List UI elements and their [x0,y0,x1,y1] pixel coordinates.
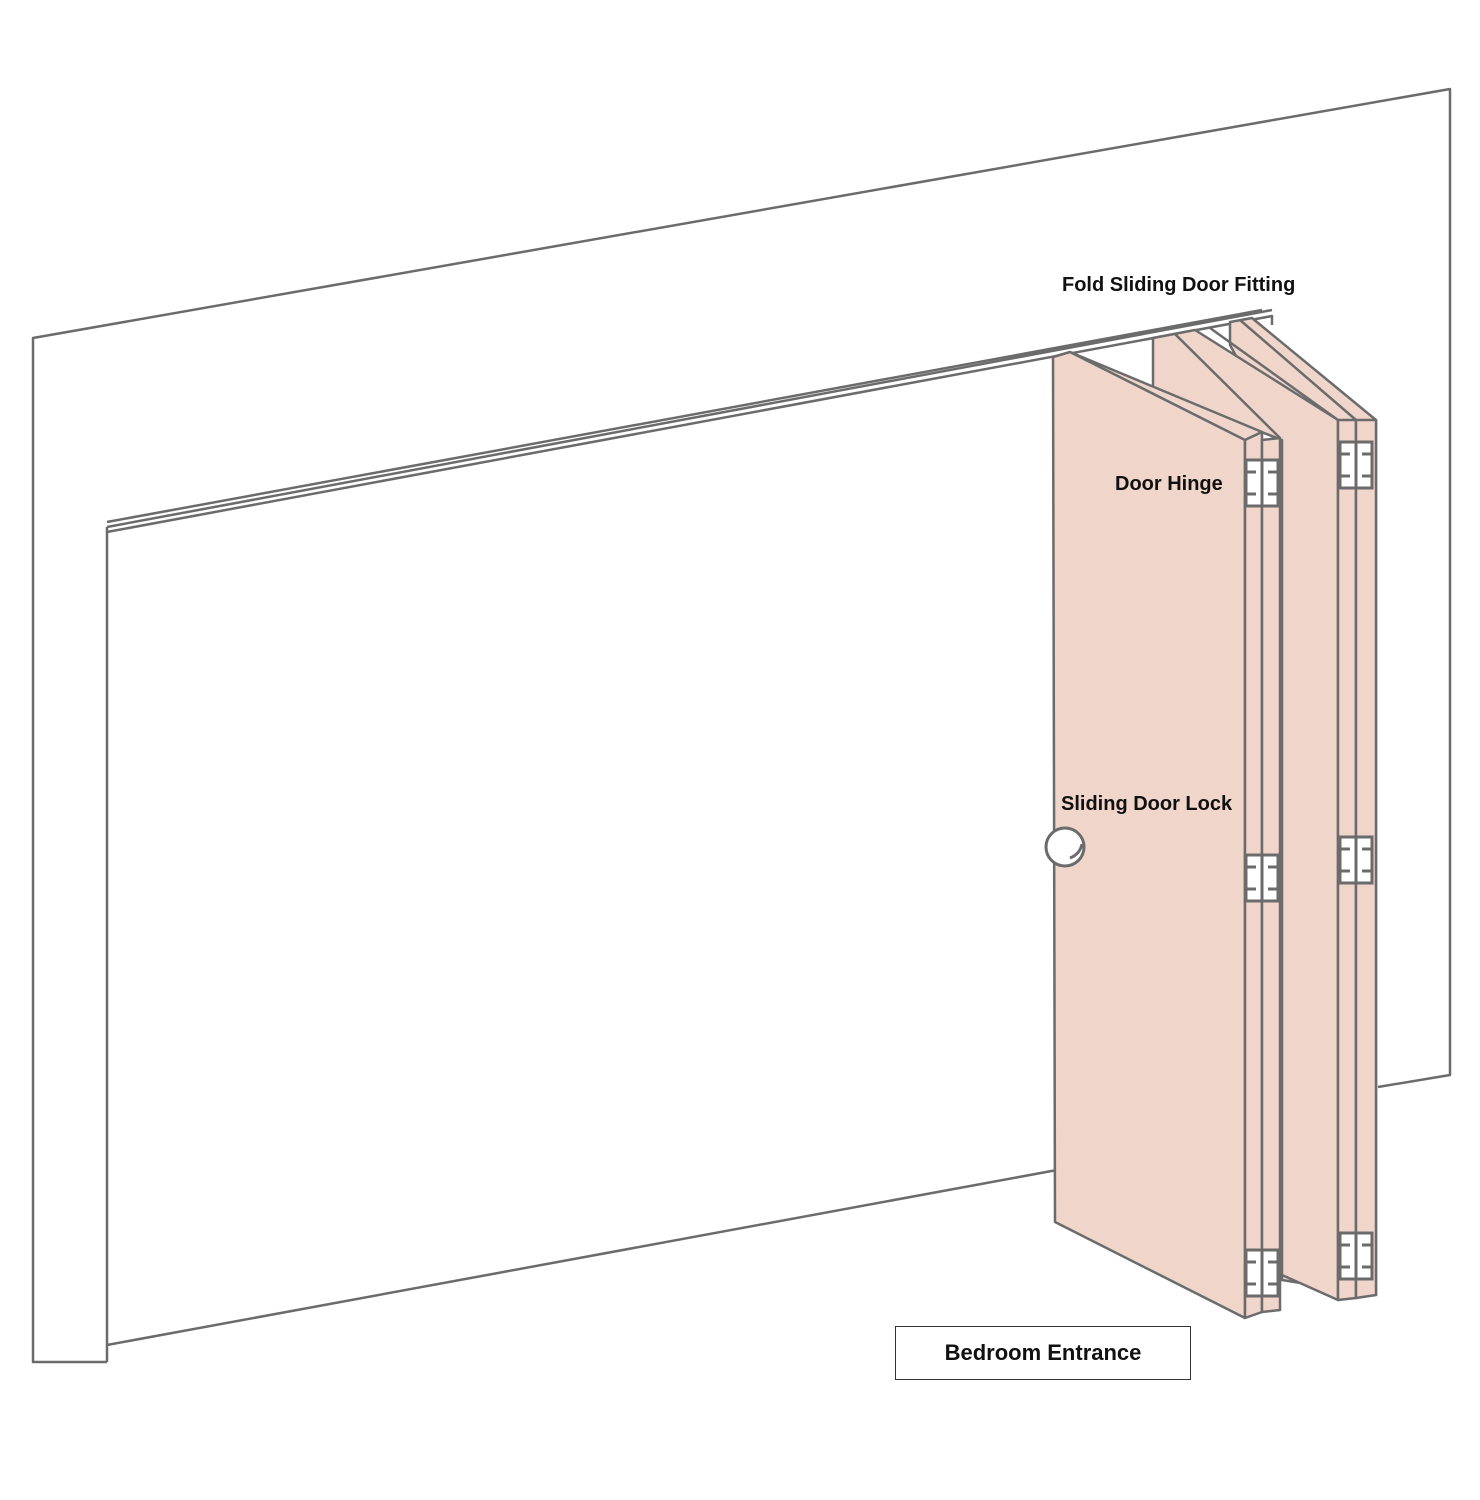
door-panel-front [1051,350,1264,1320]
top-rail [106,308,1274,534]
wall-outline [31,87,1452,1364]
label-sliding-door-lock: Sliding Door Lock [1061,793,1233,815]
hinge-icon [1244,458,1280,508]
label-door-hinge: Door Hinge [1115,473,1223,495]
title-text: Bedroom Entrance [944,1340,1142,1365]
label-fold-sliding-door-fitting: Fold Sliding Door Fitting [1062,274,1296,296]
hinge-icon [1338,1231,1374,1281]
hinge-icon [1244,853,1280,903]
title-box: Bedroom Entrance [895,1326,1191,1380]
hinge-icon [1338,835,1374,885]
opening-floor-edge [106,1168,1058,1347]
door-hinges [1244,440,1374,1298]
hinge-icon [1338,440,1374,490]
hinge-icon [1244,1248,1280,1298]
door-lock-knob-icon [1044,826,1086,868]
